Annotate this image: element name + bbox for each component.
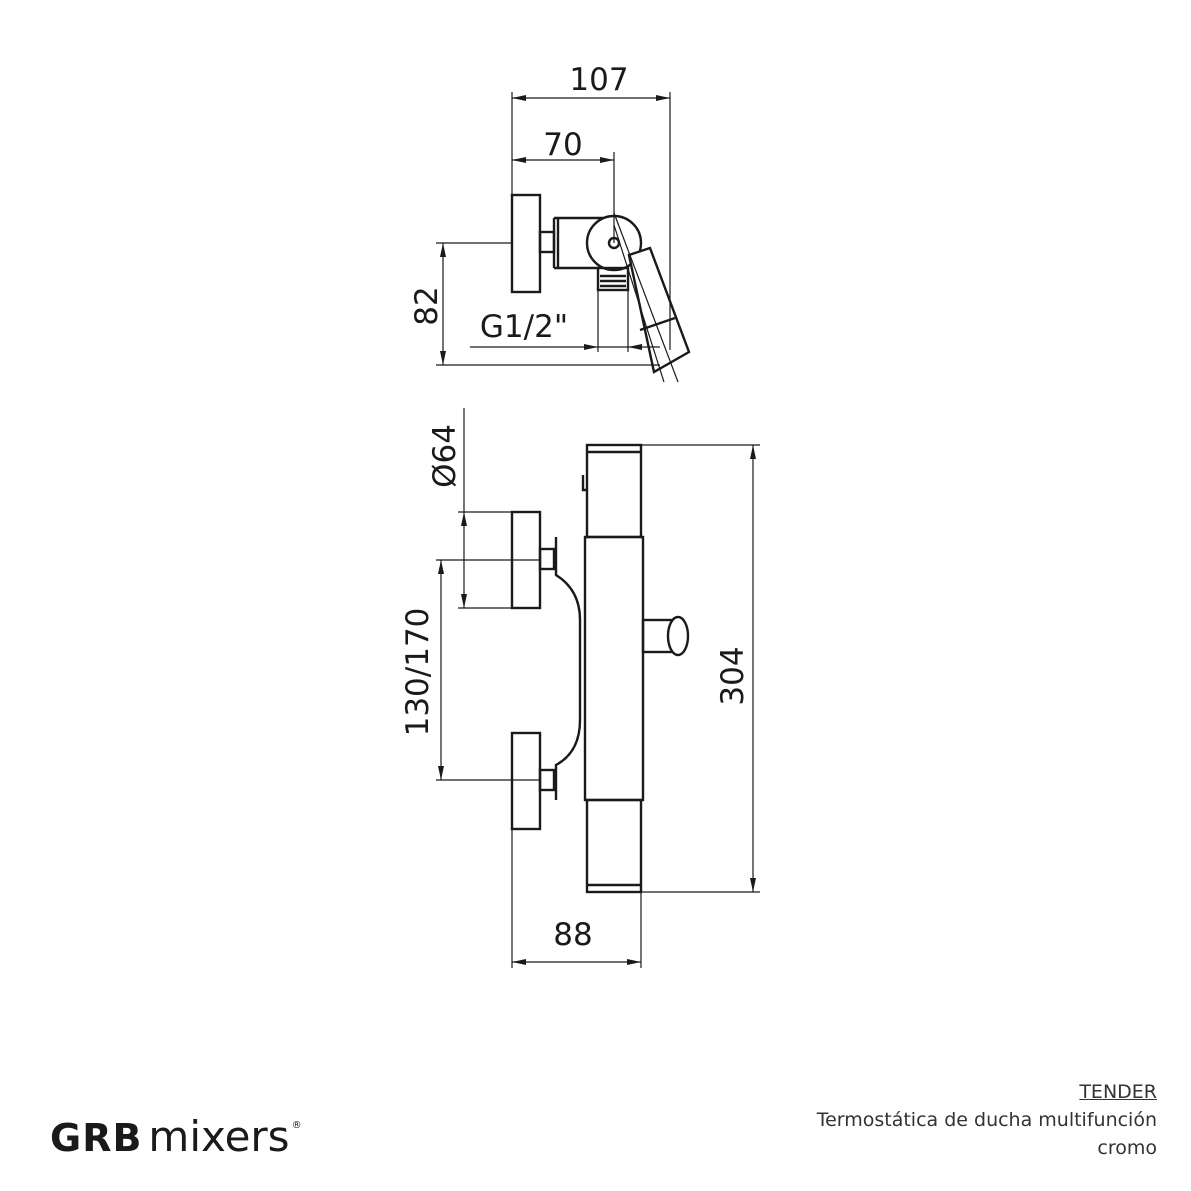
product-model: TENDER — [1079, 1081, 1157, 1103]
dim-107: 107 — [569, 62, 628, 98]
dim-thread: G1/2" — [480, 309, 568, 345]
registered-mark: ® — [291, 1120, 302, 1131]
brand-logo: GRB mixers ® — [50, 1112, 302, 1172]
dim-82: 82 — [409, 286, 445, 325]
brand-name-bold: GRB — [50, 1116, 143, 1160]
top-lever — [627, 246, 691, 374]
front-bottom-cap — [585, 798, 643, 894]
front-bottom-flange — [510, 731, 542, 831]
front-view: Ø64 130/170 304 88 — [400, 408, 760, 968]
dim-diameter: Ø64 — [427, 424, 463, 488]
top-thread-outlet — [596, 266, 630, 292]
product-finish: cromo — [1097, 1137, 1157, 1159]
dim-center-distance: 130/170 — [400, 608, 436, 737]
front-bottom-nut — [538, 768, 556, 792]
dim-overall-height: 304 — [715, 646, 751, 705]
dim-70: 70 — [543, 127, 582, 163]
top-wall-flange — [510, 193, 542, 294]
title-block: TENDER Termostática de ducha multifunció… — [817, 1078, 1157, 1162]
front-bracket — [554, 537, 582, 800]
front-top-nut — [538, 547, 556, 571]
brand-name-light: mixers — [148, 1112, 290, 1161]
dim-depth: 88 — [553, 917, 592, 953]
top-view: 107 70 82 G1/2" — [409, 62, 691, 383]
front-body — [583, 535, 645, 802]
product-description: Termostática de ducha multifunción — [816, 1109, 1157, 1131]
front-top-cap — [585, 443, 643, 539]
top-connector — [538, 230, 556, 254]
